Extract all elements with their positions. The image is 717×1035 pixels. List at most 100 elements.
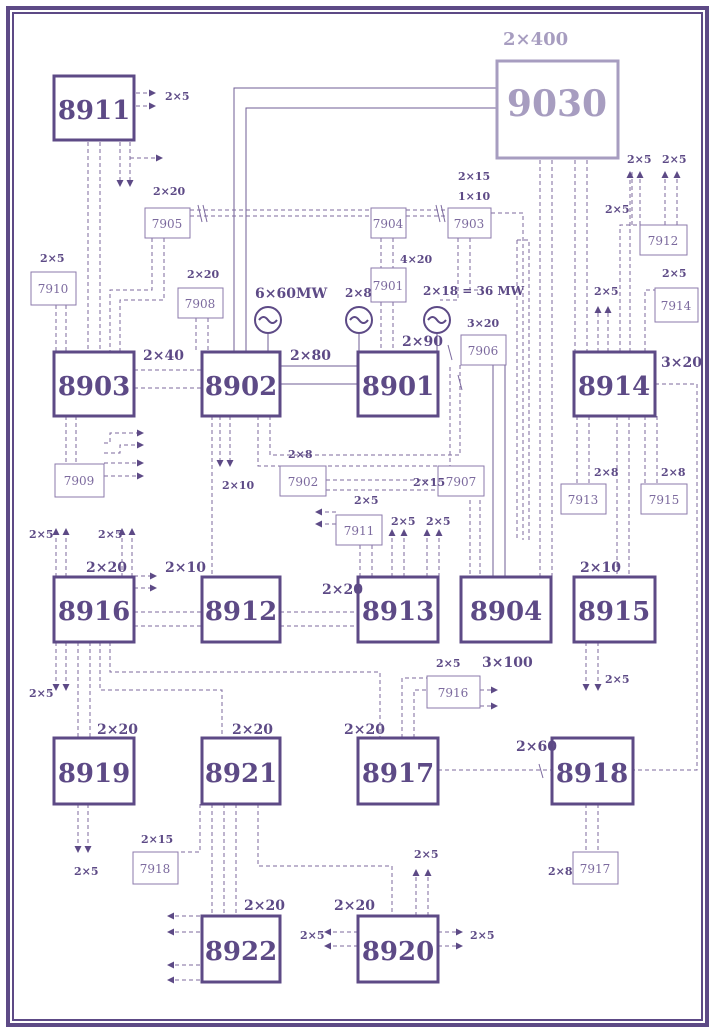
outer-frame [6, 6, 709, 1027]
label-top-right-a: 2×5 [627, 153, 652, 166]
label-7915: 2×8 [661, 466, 686, 479]
subnode-7914-box [654, 287, 699, 323]
subnode-7910-label: 7910 [38, 282, 69, 296]
sub-node-labels: 7905 7904 7903 7912 7910 7908 7901 7906 … [38, 217, 692, 876]
subnode-7918-label: 7918 [140, 862, 171, 876]
subnode-7907-label: 7907 [446, 475, 477, 489]
label-7910: 2×5 [40, 252, 65, 265]
big-node-labels: 9030 8911 8903 8902 8901 8914 8916 8912 … [58, 83, 650, 967]
node-8917-box [356, 736, 440, 806]
node-8901-label: 8901 [362, 372, 434, 402]
label-8922: 2×20 [244, 898, 285, 914]
node-8904-label: 8904 [470, 597, 542, 627]
label-8916-right: 2×20 [86, 560, 127, 576]
subnode-7904-label: 7904 [373, 217, 404, 231]
label-8903-8902: 2×40 [143, 348, 184, 364]
node-8920-box [356, 914, 440, 984]
subnode-7916-label: 7916 [438, 686, 469, 700]
node-8902-label: 8902 [205, 372, 277, 402]
label-8920-left: 2×5 [300, 929, 325, 942]
node-8903-label: 8903 [58, 372, 130, 402]
subnode-7910-box [30, 271, 77, 306]
node-8918-label: 8918 [556, 759, 628, 789]
subnode-7903-box [447, 207, 492, 239]
label-8920-up: 2×5 [414, 848, 439, 861]
subnode-7906-label: 7906 [468, 344, 499, 358]
node-8915-box [572, 575, 657, 644]
label-7907: 2×15 [413, 476, 445, 489]
label-8914-right: 3×20 [661, 355, 702, 371]
label-7908: 2×20 [187, 268, 220, 281]
inner-frame [12, 12, 703, 1021]
label-8902-8901: 2×80 [290, 348, 331, 364]
node-8915-label: 8915 [578, 597, 650, 627]
sub-nodes [30, 207, 699, 885]
subnode-7905-box [144, 207, 191, 239]
node-8913-box [356, 575, 440, 644]
line-9030-8902-a [233, 87, 497, 352]
node-8919-box [52, 736, 136, 806]
label-8914-top: 2×5 [594, 285, 619, 298]
label-generators-36mw: 2×18 = 36 MW [423, 284, 525, 298]
label-8913-b: 2×5 [426, 515, 451, 528]
node-8914-box [572, 350, 657, 418]
label-7911: 2×5 [354, 494, 379, 507]
subnode-7918-box [132, 851, 179, 885]
label-7901: 4×20 [400, 253, 433, 266]
node-9030-box [495, 59, 620, 160]
label-8915: 2×10 [580, 560, 621, 576]
label-8912: 2×10 [165, 560, 206, 576]
label-8916-down: 2×5 [29, 687, 54, 700]
node-8919-label: 8919 [58, 759, 130, 789]
subnode-7915-box [640, 483, 688, 515]
subnode-7908-label: 7908 [185, 297, 216, 311]
label-8913: 2×20 [322, 582, 363, 598]
subnode-7912-label: 7912 [648, 234, 679, 248]
subnode-7914-label: 7914 [661, 299, 692, 313]
node-8914-label: 8914 [578, 372, 650, 402]
node-8912-box [200, 575, 282, 644]
node-8921-label: 8921 [205, 759, 277, 789]
capacity-labels: 2×400 2×5 2×20 2×15 1×10 2×5 2×5 2×5 4×2… [29, 29, 702, 942]
generators [254, 306, 451, 334]
label-7902: 2×8 [288, 448, 313, 461]
label-8913-a: 2×5 [391, 515, 416, 528]
node-8903-box [52, 350, 136, 418]
label-8918: 2×60 [516, 739, 557, 755]
label-8921: 2×20 [232, 722, 273, 738]
label-8919: 2×20 [97, 722, 138, 738]
subnode-7901-label: 7901 [373, 279, 404, 293]
subnode-7901-box [370, 267, 407, 303]
label-8917: 2×20 [344, 722, 385, 738]
label-7903-a: 2×15 [458, 170, 490, 183]
subnode-7911-box [335, 514, 383, 546]
label-top-right-b: 2×5 [662, 153, 687, 166]
label-8915-down: 2×5 [605, 673, 630, 686]
label-8920-right: 2×5 [470, 929, 495, 942]
label-7913: 2×8 [594, 466, 619, 479]
subnode-7916-box [426, 675, 481, 709]
label-8901-out: 2×90 [402, 334, 443, 350]
line-9030-8902-b [245, 107, 497, 352]
subnode-7906-box [460, 334, 507, 366]
subnode-7911-label: 7911 [344, 524, 375, 538]
label-7914: 2×5 [662, 267, 687, 280]
label-8916-up-b: 2×5 [98, 528, 123, 541]
node-8918-box [550, 736, 635, 806]
node-9030-label: 9030 [507, 83, 607, 125]
label-7912-side: 2×5 [605, 203, 630, 216]
label-7903-b: 1×10 [458, 190, 491, 203]
subnode-7902-box [279, 465, 327, 497]
label-8902-down: 2×10 [222, 479, 255, 492]
subnode-7913-label: 7913 [568, 493, 599, 507]
node-8920-label: 8920 [362, 937, 434, 967]
subnode-7905-label: 7905 [152, 217, 183, 231]
node-8922-box [200, 914, 282, 984]
subnode-7915-label: 7915 [649, 493, 680, 507]
subnode-7904-box [370, 207, 407, 239]
subnode-7907-box [437, 465, 485, 497]
node-8911-box [52, 74, 136, 142]
subnode-7912-box [639, 224, 688, 256]
node-8911-label: 8911 [58, 96, 130, 126]
